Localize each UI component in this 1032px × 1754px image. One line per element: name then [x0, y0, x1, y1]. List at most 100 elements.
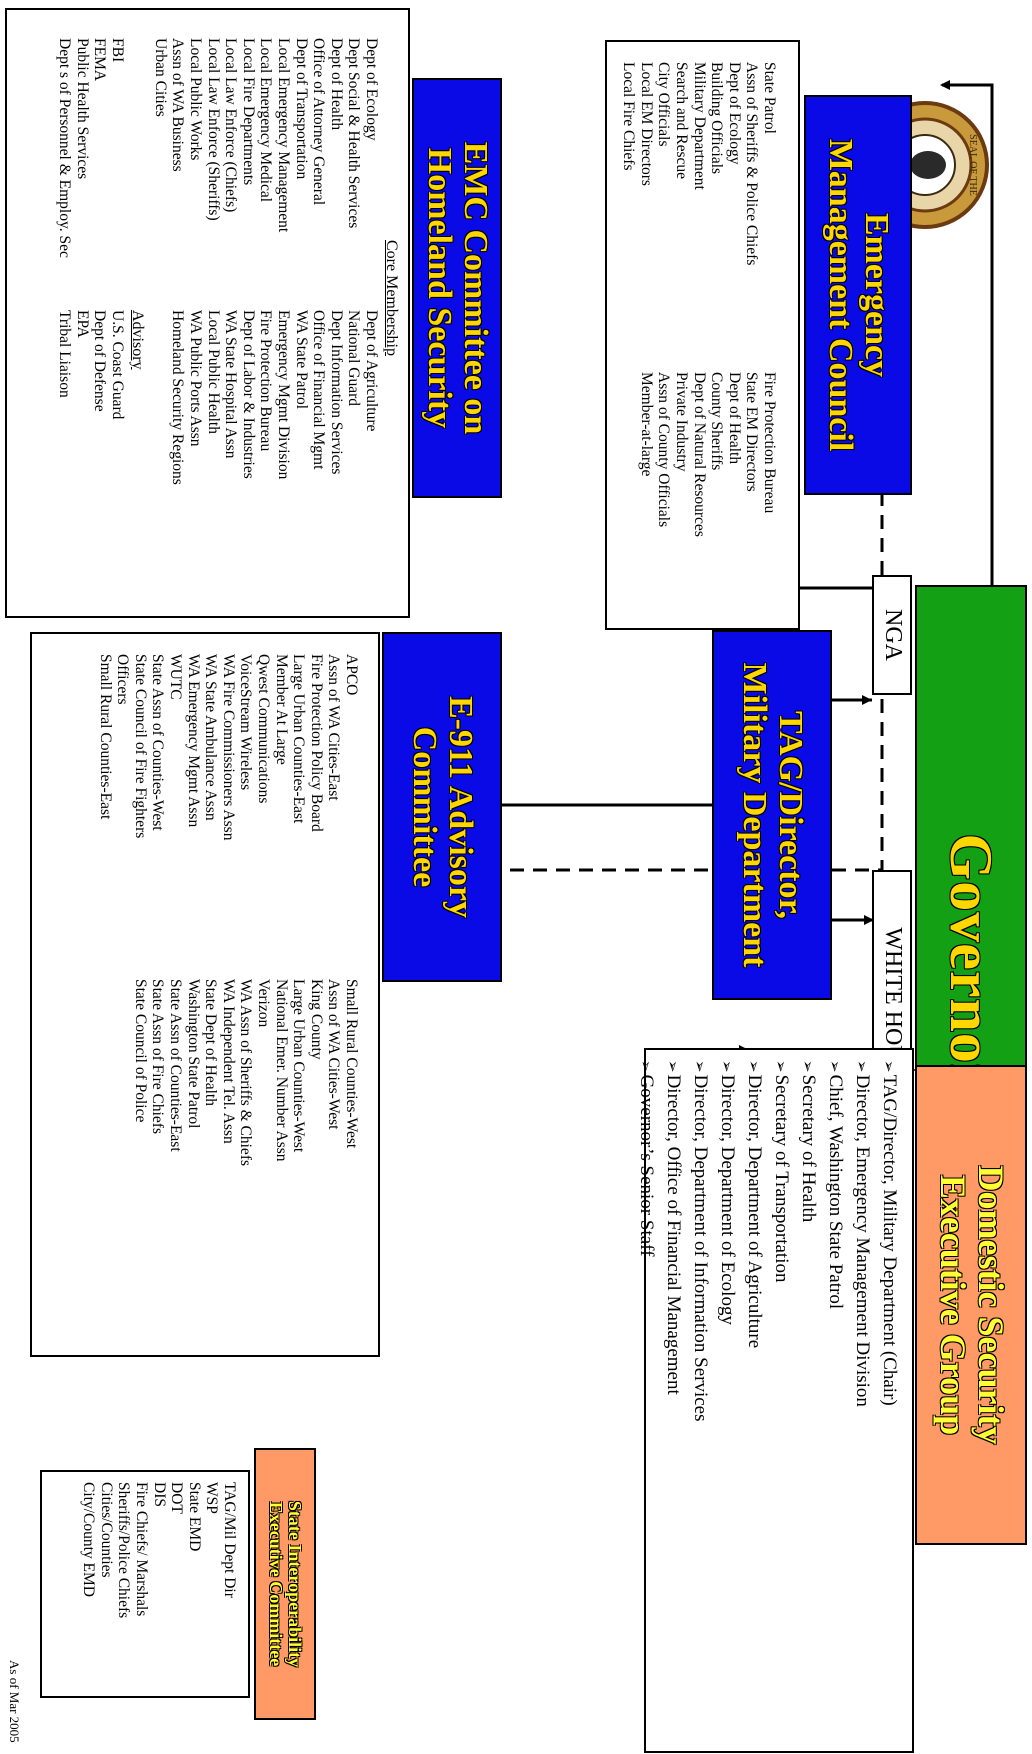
e911-member: Large Urban Counties-West	[290, 979, 308, 1153]
dseg-member: Secretary of Transportation	[767, 1060, 794, 1422]
e911-member: WA Assn of Sheriffs & Chiefs	[237, 979, 255, 1167]
core-member: WA State Patrol	[292, 310, 310, 410]
dseg-member: Chief, Washington State Patrol	[821, 1060, 848, 1422]
tag-title-line2: Military Department	[736, 662, 773, 968]
siec-title: State Interoperability Executive Committ…	[254, 1448, 316, 1720]
advisory-member: U.S. Coast Guard	[109, 310, 126, 420]
advisory-member: Tribal Liaison	[56, 310, 74, 398]
e911-member: WA State Ambulance Assn	[202, 654, 220, 821]
siec-title-line1: State Interoperability	[284, 1500, 305, 1668]
e911-member: Assn of WA Cities-West	[325, 979, 343, 1130]
dseg-member: Director, Department of Ecology	[713, 1060, 740, 1422]
emergency-council-title-line2: Management Council	[822, 138, 859, 452]
council-member: Building Officials	[708, 62, 726, 175]
advisory-member: Dept s of Personnel & Employ. Sec	[56, 38, 74, 258]
core-member: National Guard	[345, 310, 363, 406]
core-member: Assn of WA Business	[169, 38, 187, 172]
emc-committee-title: EMC Committee on Homeland Security	[412, 78, 502, 498]
council-member: Military Department	[690, 62, 708, 190]
e911-member: APCO	[343, 654, 360, 696]
e911-member: Officers	[114, 654, 132, 705]
council-member: Local EM Directors	[637, 62, 655, 186]
nga-label: NGA	[879, 609, 906, 661]
e911-member: State Council of Police	[131, 979, 149, 1123]
dseg-title-line1: Domestic Security	[970, 1165, 1011, 1445]
tag-box: TAG/Director, Military Department	[712, 630, 832, 1000]
e911-member: Fire Protection Policy Board	[307, 654, 325, 832]
core-member: WA Public Ports Assn	[187, 310, 205, 447]
core-member: Fire Protection Bureau	[257, 310, 275, 452]
core-member: Dept of Agriculture	[363, 310, 380, 432]
core-member: Office of Financial Mgmt	[310, 310, 328, 470]
core-member: WA State Hospital Assn	[222, 310, 240, 459]
e911-member: Verizon	[255, 979, 273, 1028]
dseg-member: TAG/Director, Military Department (Chair…	[875, 1060, 902, 1422]
e911-member: Small Rural Counties-West	[343, 979, 360, 1149]
governor-title: Governor	[938, 833, 1005, 1092]
core-member: Dept of Ecology	[363, 38, 380, 141]
core-member: Local Emergency Medical	[257, 38, 275, 203]
core-member: Dept of Health	[327, 38, 345, 131]
dseg-title: Domestic Security Executive Group	[915, 1065, 1027, 1545]
council-member: State EM Directors	[743, 372, 761, 492]
e911-member: Washington State Patrol	[184, 979, 202, 1129]
council-member: Fire Protection Bureau	[761, 372, 778, 514]
as-of-date: As of Mar 2005	[7, 1660, 22, 1743]
e911-member: WA Fire Commissioners Assn	[219, 654, 237, 841]
emc-committee-title-line1: EMC Committee on	[456, 141, 494, 435]
siec-member: Fire Chiefs/ Marshals	[133, 1482, 151, 1617]
siec-title-line2: Executive Committee	[266, 1501, 286, 1667]
e911-member: Assn of WA Cities-East	[325, 654, 343, 801]
core-member: Local Law Enforce (Sheriffs)	[204, 38, 222, 221]
council-member: Dept of Ecology	[725, 62, 743, 165]
dseg-member: Director, Emergency Management Division	[848, 1060, 875, 1422]
svg-text:SEAL OF THE: SEAL OF THE	[967, 134, 978, 196]
e911-member: National Emer. Number Assn	[272, 979, 290, 1162]
council-member: Assn of County Officials	[655, 372, 673, 528]
council-member: Private Industry	[673, 372, 691, 472]
core-member: Urban Cities	[151, 38, 169, 117]
core-member: Dept of Transportation	[292, 38, 310, 180]
tag-title-line1: TAG/Director,	[771, 710, 809, 920]
e911-member: State Assn of Counties-West	[149, 654, 167, 831]
advisory-label: Advisory	[129, 310, 146, 370]
e911-member: Small Rural Counties-East	[96, 654, 114, 820]
council-member: Search and Rescue	[673, 62, 691, 180]
core-member: Local Public Health	[204, 310, 222, 434]
e911-member: VoiceStream Wireless	[237, 654, 255, 791]
council-member: County Sheriffs	[708, 372, 726, 471]
e911-member: WUTC	[167, 654, 185, 700]
e911-title-line1: E-911 Advisory	[441, 696, 479, 918]
siec-member: State EMD	[185, 1482, 203, 1552]
council-member: Local Fire Chiefs	[620, 62, 638, 171]
core-member: Office of Attorney General	[310, 38, 328, 206]
core-member: Local Law Enforce (Chiefs)	[222, 38, 240, 213]
e911-member: State Assn of Fire Chiefs	[149, 979, 167, 1134]
council-member: Dept of Natural Resources	[690, 372, 708, 537]
advisory-member: Dept of Defense	[91, 310, 109, 412]
council-member: Member-at-large	[637, 372, 655, 477]
dseg-members-box: TAG/Director, Military Department (Chair…	[636, 1048, 914, 1753]
siec-member: Sheriffs/Police Chiefs	[115, 1482, 133, 1619]
core-member: Dept of Labor & Industries	[239, 310, 257, 479]
advisory-member: Public Health Services	[73, 38, 91, 180]
siec-member: TAG/Mil Dept Dir	[221, 1482, 238, 1598]
dseg-member: Director, Department of Information Serv…	[686, 1060, 713, 1422]
core-member: Dept Social & Health Services	[345, 38, 363, 229]
siec-member: DIS	[150, 1482, 168, 1507]
e911-member: WA Independent Tel. Assn	[219, 979, 237, 1144]
dseg-member: Governor’s Senior Staff	[632, 1060, 659, 1422]
emergency-council-title-line1: Emergency	[857, 212, 895, 378]
council-member: State Patrol	[761, 62, 778, 134]
council-member: City Officials	[655, 62, 673, 147]
